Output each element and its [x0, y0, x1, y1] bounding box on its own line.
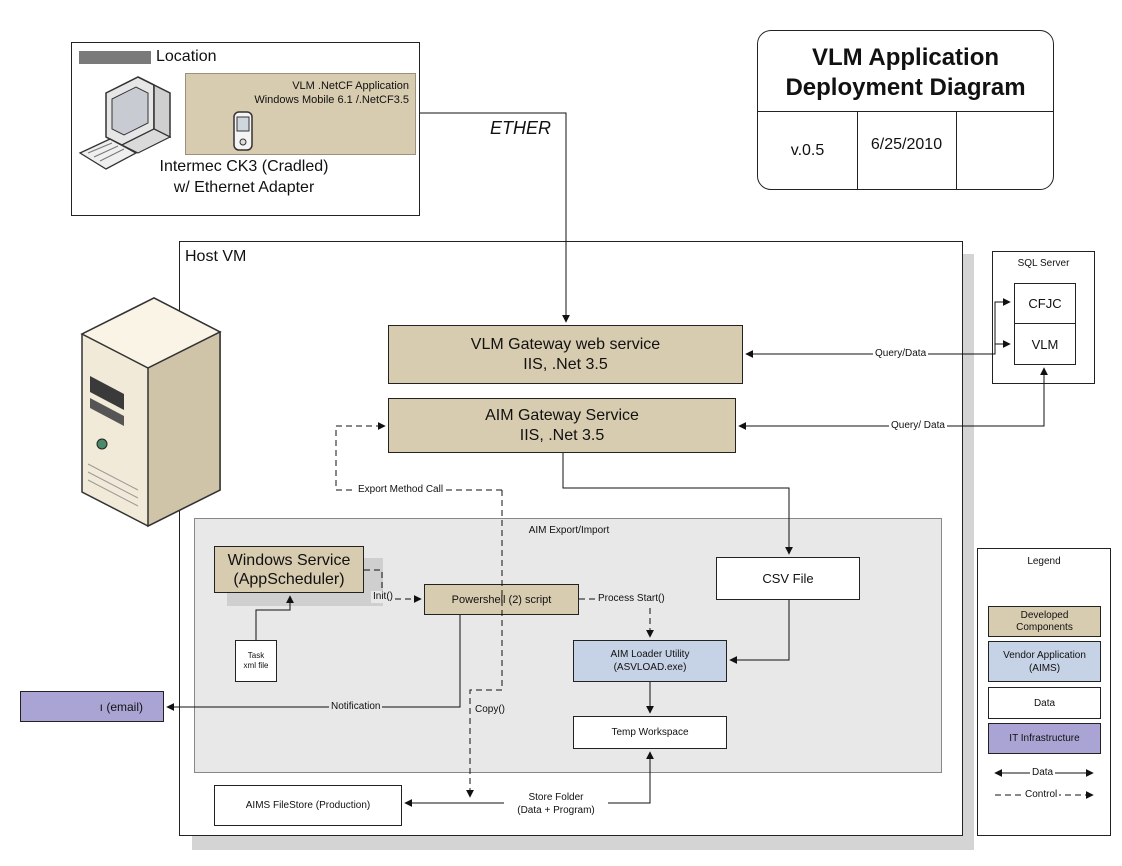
sql-server-box: SQL Server CFJC VLM	[992, 251, 1095, 384]
server-tower-icon	[80, 297, 222, 528]
legend-vendor-line-2: (AIMS)	[1028, 662, 1061, 674]
ether-label: ETHER	[490, 118, 552, 138]
aim-export-import-label: AIM Export/Import	[528, 525, 610, 536]
email-notification-target: ı (email)	[20, 691, 164, 722]
task-line-1: Task	[247, 651, 265, 660]
init-connector	[364, 569, 422, 603]
ether-connector	[420, 112, 570, 323]
mobile-app-line-2: Windows Mobile 6.1 /.NetCF3.5	[254, 94, 409, 106]
store-folder-line-1: Store Folder	[528, 792, 584, 803]
vlm-gateway-service: VLM Gateway web service IIS, .Net 3.5	[388, 325, 743, 384]
task-to-service-connector	[255, 595, 294, 640]
location-label: Location	[156, 48, 217, 65]
init-label: Init()	[371, 591, 395, 603]
location-redaction	[79, 51, 151, 64]
version-label: v.0.5	[790, 142, 825, 159]
csv-file: CSV File	[716, 557, 860, 600]
windows-service-line-1: Windows Service	[227, 551, 351, 569]
legend-vendor-line-1: Vendor Application	[1003, 649, 1086, 661]
vlm-gateway-line-2: IIS, .Net 3.5	[523, 355, 608, 373]
title-line-1: VLM Application	[811, 44, 1000, 71]
process-start-label: Process Start()	[596, 593, 667, 605]
store-folder-line-2: (Data + Program)	[517, 805, 595, 816]
aim-query-data-connector	[738, 367, 1048, 430]
handheld-device-icon	[233, 111, 253, 151]
task-xml-file: Task xml file	[235, 640, 277, 682]
query-data-label-1: Query/Data	[873, 348, 929, 360]
notification-connector	[166, 615, 461, 711]
desktop-computer-icon	[78, 76, 172, 170]
sql-server-label: SQL Server	[1017, 258, 1070, 269]
store-folder-label: Store Folder (Data + Program)	[504, 791, 608, 817]
title-divider	[758, 111, 1053, 112]
export-method-call-label: Export Method Call	[356, 484, 446, 496]
device-line-2: w/ Ethernet Adapter	[173, 179, 315, 196]
legend-it-infrastructure: IT Infrastructure	[988, 723, 1101, 754]
notification-label: Notification	[329, 701, 383, 713]
device-line-1: Intermec CK3 (Cradled)	[159, 158, 329, 175]
store-folder-connector	[404, 751, 654, 807]
email-label: ı (email)	[99, 700, 143, 714]
title-block: VLM Application Deployment Diagram v.0.5…	[757, 30, 1054, 190]
title-col-divider-2	[956, 111, 957, 189]
temp-workspace: Temp Workspace	[573, 716, 727, 749]
query-data-label-2: Query/ Data	[889, 420, 947, 432]
location-box: Location VLM .NetCF Application Windows …	[71, 42, 420, 216]
export-method-call-connector	[335, 422, 502, 491]
task-line-2: xml file	[243, 661, 269, 670]
loader-line-1: AIM Loader Utility	[610, 649, 690, 660]
windows-service-line-2: (AppScheduler)	[233, 570, 345, 588]
aim-gateway-service: AIM Gateway Service IIS, .Net 3.5	[388, 398, 736, 453]
legend-data: Data	[988, 687, 1101, 719]
title-line-2: Deployment Diagram	[785, 74, 1026, 101]
legend-developed-line-2: Components	[1016, 621, 1073, 633]
legend-developed: Developed Components	[988, 606, 1101, 637]
legend-control-arrow-label: Control	[1023, 789, 1060, 801]
aim-gateway-line-1: AIM Gateway Service	[485, 406, 639, 424]
vlm-db-branch	[994, 340, 1011, 354]
copy-label: Copy()	[473, 704, 508, 716]
vlm-database: VLM	[1014, 323, 1076, 365]
diagram-title: VLM Application Deployment Diagram	[758, 37, 1053, 109]
legend-box: Legend Developed Components Vendor Appli…	[977, 548, 1111, 836]
date-label: 6/25/2010	[870, 136, 943, 153]
mobile-app-line-1: VLM .NetCF Application	[292, 80, 409, 92]
legend-developed-line-1: Developed	[1020, 609, 1069, 621]
windows-service: Windows Service (AppScheduler)	[214, 546, 364, 593]
loader-line-2: (ASVLOAD.exe)	[613, 662, 687, 673]
aim-gateway-line-2: IIS, .Net 3.5	[519, 426, 605, 444]
vlm-gateway-line-1: VLM Gateway web service	[470, 335, 661, 353]
copy-connector	[466, 490, 503, 798]
legend-vendor: Vendor Application (AIMS)	[988, 641, 1101, 682]
mobile-app-box: VLM .NetCF Application Windows Mobile 6.…	[185, 73, 416, 155]
aims-filestore: AIMS FileStore (Production)	[214, 785, 402, 826]
vlm-query-data-connector	[745, 298, 1011, 358]
legend-title: Legend	[1027, 556, 1061, 567]
legend-data-arrow-label: Data	[1030, 767, 1056, 779]
title-col-divider-1	[857, 111, 858, 189]
host-vm-label: Host VM	[185, 248, 247, 265]
gateway-to-csv-connector	[562, 453, 793, 555]
aim-loader-utility: AIM Loader Utility (ASVLOAD.exe)	[573, 640, 727, 682]
csv-to-loader-connector	[729, 600, 790, 664]
